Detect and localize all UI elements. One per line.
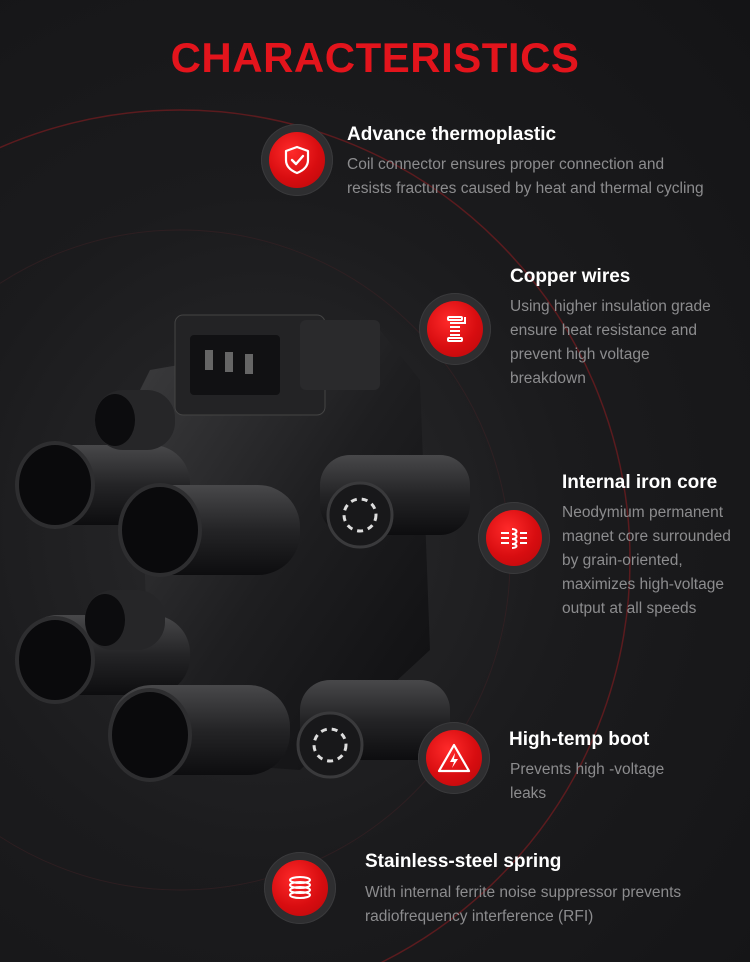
feature-badge xyxy=(261,124,333,196)
feature-description-line: ensure heat resistance and xyxy=(510,322,697,339)
feature-title: Advance thermoplastic xyxy=(347,124,557,145)
feature-badge xyxy=(418,722,490,794)
page-title: CHARACTERISTICS xyxy=(170,34,580,81)
feature-badge xyxy=(419,293,491,365)
feature-badge xyxy=(478,502,550,574)
feature-title: Copper wires xyxy=(510,266,631,287)
feature-description-line: output at all speeds xyxy=(562,600,697,617)
feature-description: Neodymium permanent magnet core surround… xyxy=(562,501,747,621)
feature-description-line: radiofrequency interference (RFI) xyxy=(365,908,594,925)
high-voltage-warning-icon xyxy=(437,743,471,773)
feature-description: With internal ferrite noise suppressor p… xyxy=(365,881,745,929)
feature-description-line: Coil connector ensures proper connection… xyxy=(347,156,665,173)
feature-title: High-temp boot xyxy=(509,729,650,750)
feature-description-line: prevent high voltage xyxy=(510,346,650,363)
feature-badge xyxy=(264,852,336,924)
feature-description: Prevents high -voltage leaks xyxy=(510,758,730,806)
ignition-coil-image xyxy=(15,314,470,782)
feature-description-line: With internal ferrite noise suppressor p… xyxy=(365,884,682,901)
shield-check-icon xyxy=(284,145,310,175)
feature-description-line: resists fractures caused by heat and the… xyxy=(347,180,704,197)
feature-description-line: breakdown xyxy=(510,370,586,387)
feature-description-line: Prevents high -voltage xyxy=(510,761,665,778)
feature-description: Coil connector ensures proper connection… xyxy=(347,153,747,201)
feature-description-line: leaks xyxy=(510,785,547,802)
copper-coil-icon xyxy=(447,316,466,342)
feature-description: Using higher insulation grade ensure hea… xyxy=(510,295,745,391)
feature-description-line: magnet core surrounded xyxy=(562,528,731,545)
feature-title: Stainless-steel spring xyxy=(365,851,562,872)
feature-description-line: by grain-oriented, xyxy=(562,552,683,569)
feature-description-line: Using higher insulation grade xyxy=(510,298,711,315)
feature-title: Internal iron core xyxy=(562,472,718,493)
feature-description-line: Neodymium permanent xyxy=(562,504,724,521)
feature-description-line: maximizes high-voltage xyxy=(562,576,724,593)
iron-core-icon xyxy=(501,528,527,549)
spring-icon xyxy=(289,876,311,899)
